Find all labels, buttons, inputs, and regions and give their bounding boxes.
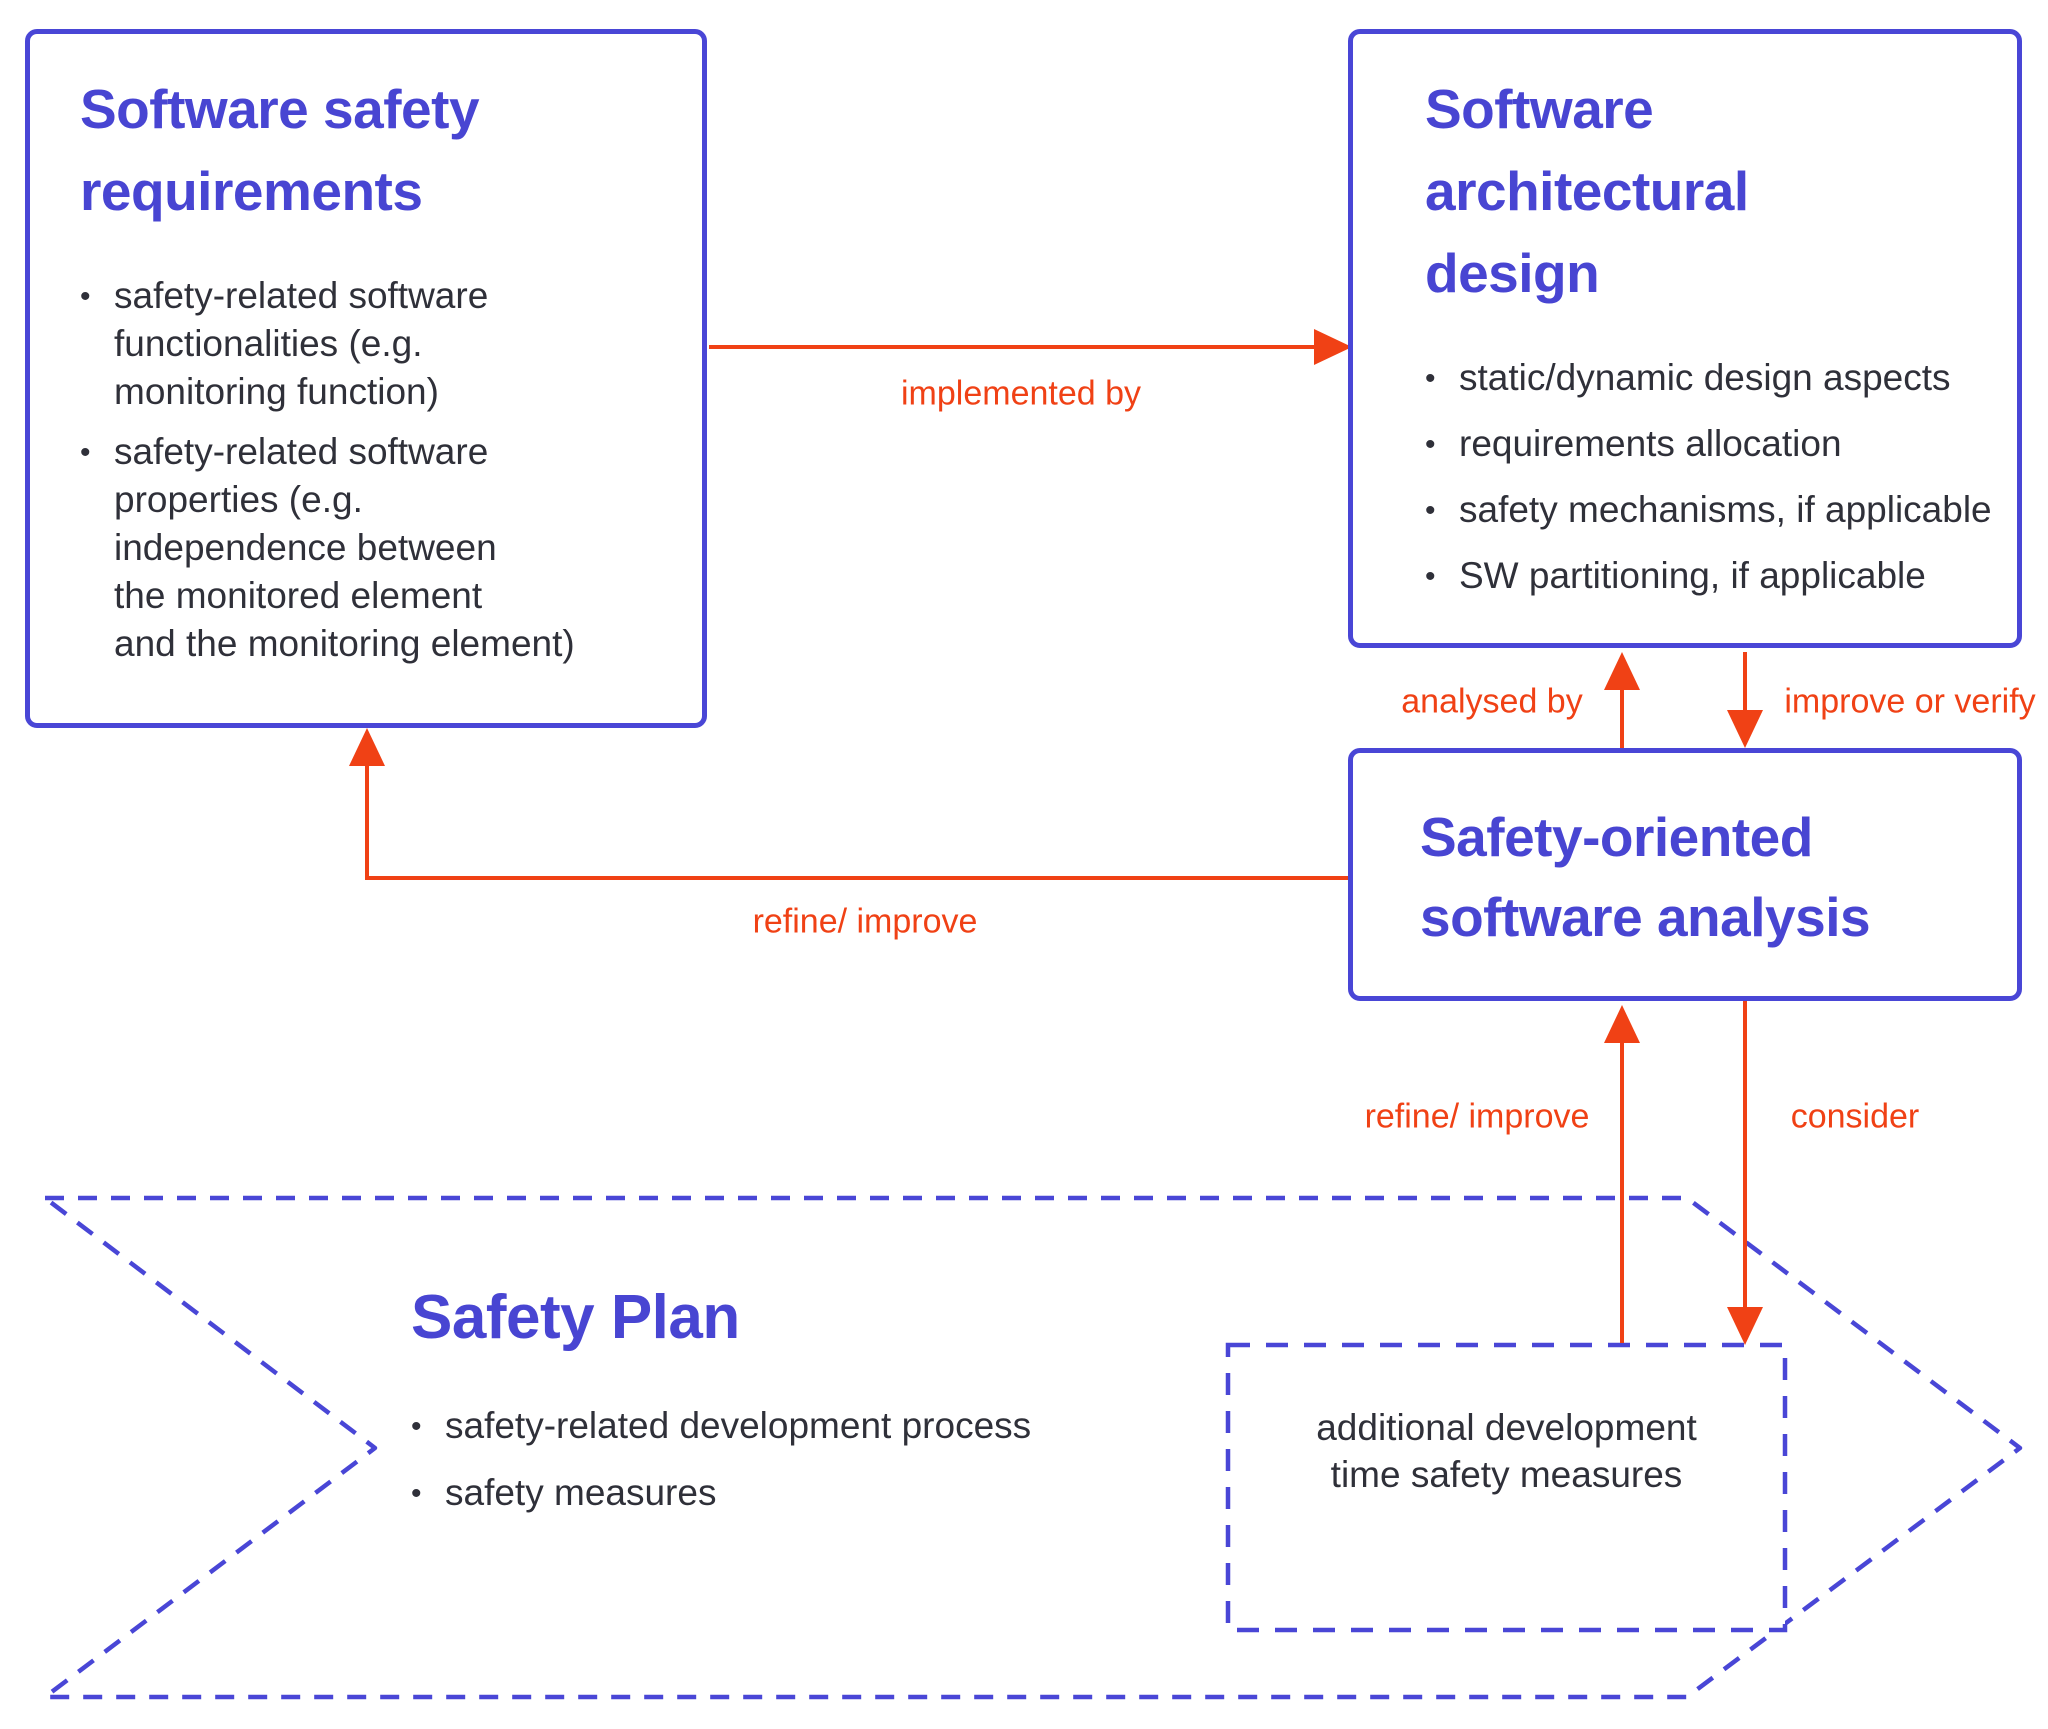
- list-item: • safety mechanisms, if applicable: [1425, 486, 1997, 535]
- analysed-by-arrow: [1604, 652, 1640, 748]
- requirements-title: Software safety requirements: [80, 78, 480, 222]
- bullet-text: safety-related software properties (e.g.…: [114, 431, 575, 664]
- safety-plan-banner-outline: [42, 1195, 2023, 1700]
- analysis-box: Safety-oriented software analysis: [1348, 748, 2022, 1001]
- list-item: • static/dynamic design aspects: [1425, 354, 1997, 403]
- bullet-dot: •: [80, 280, 91, 313]
- list-item: • safety measures: [411, 1469, 1031, 1518]
- bullet-text: SW partitioning, if applicable: [1459, 555, 1926, 596]
- implemented-by-arrow: [709, 329, 1352, 365]
- bullet-dot: •: [80, 436, 91, 469]
- architecture-title: Software architectural design: [1425, 78, 1749, 304]
- list-item: • safety-related development process: [411, 1402, 1031, 1451]
- list-item: • safety-related software functionalitie…: [80, 272, 672, 416]
- bullet-text: safety-related development process: [445, 1405, 1032, 1446]
- safety-plan-title: Safety Plan: [411, 1283, 740, 1352]
- implemented-by-label: implemented by: [900, 374, 1142, 413]
- refine-improve-left-label: refine/ improve: [752, 902, 978, 941]
- bullet-text: safety measures: [445, 1472, 717, 1513]
- safety-plan-bullets: • safety-related development process • s…: [411, 1402, 1031, 1518]
- bullet-text: static/dynamic design aspects: [1459, 357, 1951, 398]
- bullet-dot: •: [1425, 362, 1436, 395]
- improve-or-verify-label: improve or verify: [1784, 682, 2036, 721]
- additional-measures-box-outline: [1225, 1342, 1788, 1633]
- consider-arrow: [1727, 1001, 1763, 1345]
- refine-improve-left-arrow: [349, 728, 1348, 880]
- bullet-dot: •: [1425, 560, 1436, 593]
- improve-or-verify-arrow: [1727, 652, 1763, 748]
- bullet-text: requirements allocation: [1459, 423, 1842, 464]
- bullet-text: safety-related software functionalities …: [114, 275, 489, 412]
- analysis-title: Safety-oriented software analysis: [1420, 806, 1871, 948]
- refine-improve-up-arrow: [1604, 1005, 1640, 1343]
- list-item: • requirements allocation: [1425, 420, 1997, 469]
- additional-measures-text: additional development time safety measu…: [1316, 1407, 1697, 1495]
- consider-label: consider: [1790, 1097, 1920, 1136]
- bullet-dot: •: [411, 1477, 422, 1510]
- refine-improve-bottom-label: refine/ improve: [1364, 1097, 1590, 1136]
- bullet-dot: •: [1425, 494, 1436, 527]
- requirements-box: Software safety requirements • safety-re…: [25, 29, 707, 728]
- list-item: • SW partitioning, if applicable: [1425, 552, 1997, 601]
- bullet-dot: •: [1425, 428, 1436, 461]
- bullet-text: safety mechanisms, if applicable: [1459, 489, 1992, 530]
- architecture-box: Software architectural design • static/d…: [1348, 29, 2022, 648]
- bullet-dot: •: [411, 1410, 422, 1443]
- list-item: • safety-related software properties (e.…: [80, 428, 672, 668]
- analysed-by-label: analysed by: [1401, 682, 1583, 721]
- requirements-bullets: • safety-related software functionalitie…: [80, 272, 672, 668]
- architecture-bullets: • static/dynamic design aspects • requir…: [1425, 354, 1997, 601]
